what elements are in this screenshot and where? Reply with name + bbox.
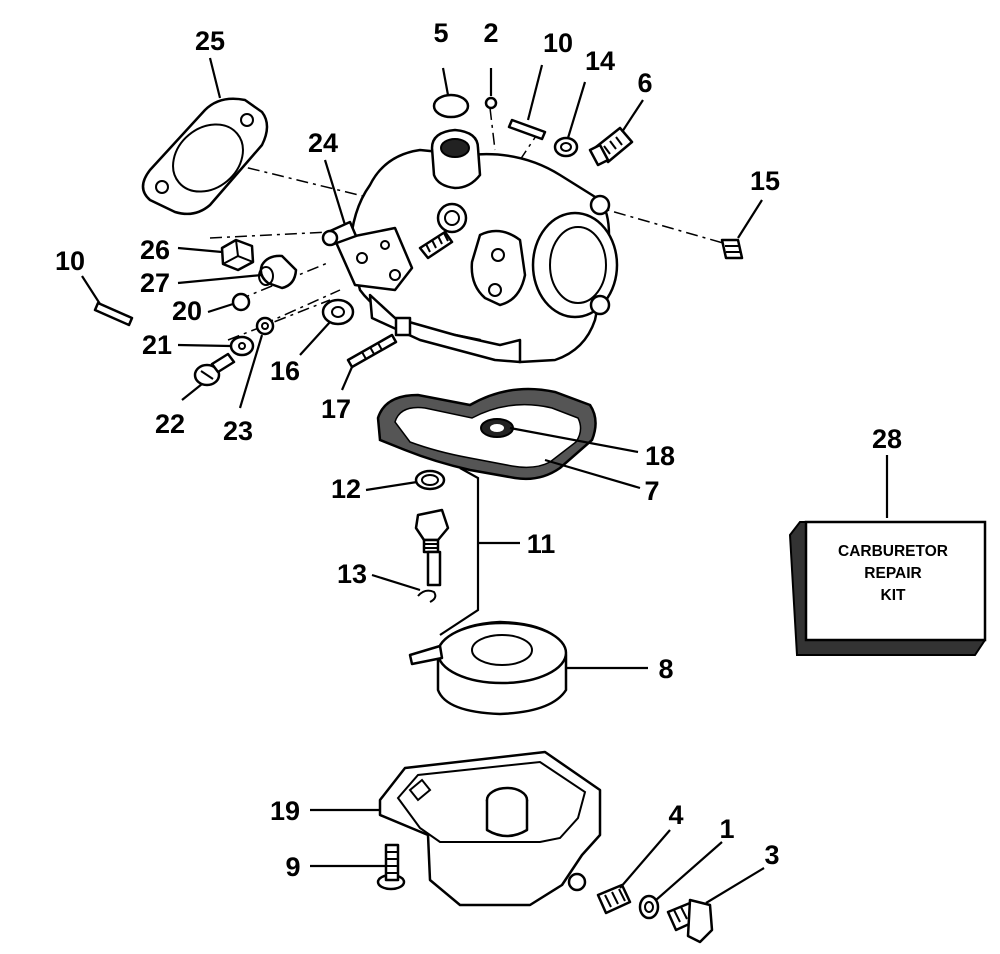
part-2-ball (484, 96, 498, 110)
part-28-repair-kit-box: CARBURETOR REPAIR KIT (788, 520, 987, 656)
part-14-washer (553, 136, 579, 158)
callout-1: 1 (719, 814, 734, 844)
callout-11: 11 (527, 529, 556, 559)
callout-4: 4 (668, 800, 683, 830)
part-11-float-pin (439, 467, 480, 636)
callout-16: 16 (270, 356, 300, 386)
callout-17: 17 (321, 394, 351, 424)
part-15-plug-screw (720, 238, 744, 260)
leader-lines (81, 57, 889, 904)
kit-label-line1: CARBURETOR (838, 543, 948, 560)
part-9-screw (376, 843, 406, 891)
part-8-float (408, 620, 568, 716)
part-4-plug (596, 883, 632, 915)
part-26-hex-nut (220, 238, 255, 272)
part-19-float-bowl (378, 750, 602, 907)
callout-23: 23 (223, 416, 253, 446)
callout-28: 28 (872, 424, 902, 454)
part-27-bushing (258, 254, 298, 290)
callout-19: 19 (270, 796, 300, 826)
part-22-screw (193, 352, 236, 387)
part-18-seal-disc (480, 418, 514, 438)
callout-3: 3 (764, 840, 779, 870)
callout-9: 9 (285, 852, 300, 882)
callout-14: 14 (585, 46, 615, 76)
callout-25: 25 (195, 26, 225, 56)
callout-13: 13 (337, 559, 367, 589)
part-6-screw (588, 126, 634, 167)
callout-24: 24 (308, 128, 338, 158)
callout-6: 6 (637, 68, 652, 98)
callout-10-top: 10 (543, 28, 573, 58)
callout-10-left: 10 (55, 246, 85, 276)
callout-21: 21 (142, 330, 172, 360)
part-1-washer (638, 894, 660, 920)
part-10-pin-left (93, 301, 134, 327)
callout-5: 5 (433, 18, 448, 48)
part-12-gasket-ring (414, 469, 446, 491)
callout-labels: 25 5 2 10 14 6 15 24 10 26 27 20 21 22 2… (55, 18, 902, 882)
part-5-cup-plug (432, 93, 470, 119)
part-23-lock-washer (255, 316, 275, 336)
kit-label-line2: REPAIR (864, 565, 921, 582)
callout-2: 2 (483, 18, 498, 48)
part-20-o-ring (231, 292, 251, 312)
part-3-drain-screw (666, 898, 714, 944)
callout-12: 12 (331, 474, 361, 504)
callout-15: 15 (750, 166, 780, 196)
part-13-needle-clip (417, 550, 442, 603)
callout-7: 7 (644, 476, 659, 506)
part-10-pin-top (507, 118, 547, 141)
callout-20: 20 (172, 296, 202, 326)
kit-label-line3: KIT (881, 587, 907, 604)
inlet-needle-seat (414, 508, 450, 554)
callout-18: 18 (645, 441, 675, 471)
part-17-screw (346, 333, 398, 369)
carburetor-main-body (321, 128, 619, 364)
callout-27: 27 (140, 268, 170, 298)
part-21-washer (229, 335, 255, 357)
callout-8: 8 (658, 654, 673, 684)
part-16-grommet (321, 298, 355, 326)
part-25-flange-gasket (141, 97, 269, 216)
callout-22: 22 (155, 409, 185, 439)
callout-26: 26 (140, 235, 170, 265)
